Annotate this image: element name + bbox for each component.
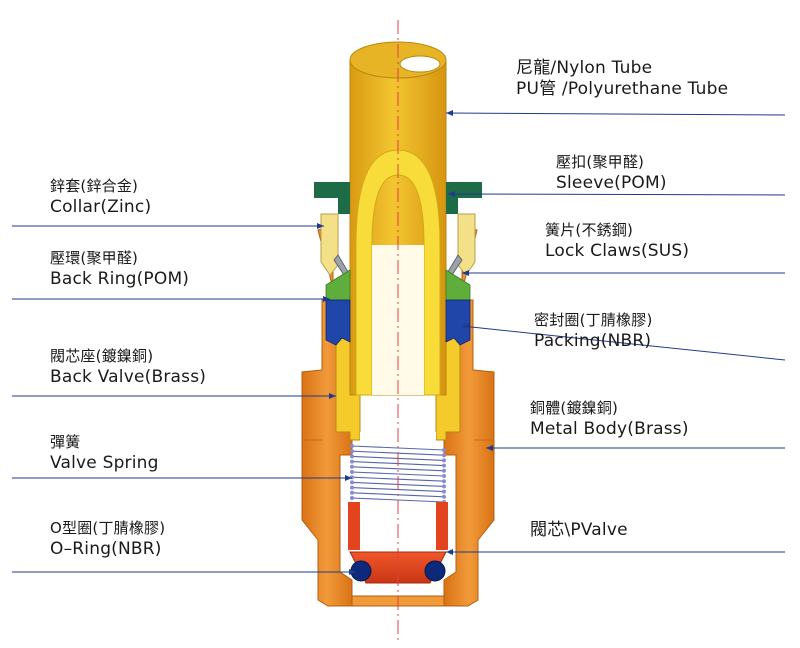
label-packing-zh: 密封圈(丁腈橡膠): [534, 311, 653, 329]
spring-coil: [351, 471, 445, 477]
o-ring-right: [424, 560, 446, 582]
label-sleeve-zh: 壓扣(聚甲醛): [556, 153, 645, 171]
leader-lock-claws-arrowhead: [462, 270, 469, 276]
label-pvalve: 閥芯\PValve: [530, 520, 628, 541]
label-nylon-tube-line1: 尼龍/Nylon Tube: [516, 58, 653, 78]
label-back-ring: 壓環(聚甲醛) Back Ring(POM): [50, 248, 189, 290]
label-nylon-tube-line2: PU管 /Polyurethane Tube: [516, 79, 729, 99]
spring-coil-end: [350, 464, 354, 469]
spring-coil-end: [350, 444, 354, 448]
label-back-valve: 閥芯座(鍍鎳銅) Back Valve(Brass): [50, 346, 206, 388]
leader-metal-body-arrowhead: [486, 445, 493, 451]
label-sleeve: 壓扣(聚甲醛) Sleeve(POM): [556, 152, 667, 194]
leader-packing: [461, 325, 786, 361]
spring-coil-end: [442, 458, 446, 463]
spring-coil: [351, 466, 445, 472]
label-nylon-tube: 尼龍/Nylon Tube PU管 /Polyurethane Tube: [516, 58, 728, 100]
label-sleeve-en: Sleeve(POM): [556, 173, 667, 193]
leader-valve-spring-arrowhead: [345, 475, 352, 481]
leader-sleeve-arrowhead: [448, 191, 455, 197]
spring-seat-right: [436, 502, 448, 550]
spring-coil-end: [350, 454, 354, 459]
leader-pvalve-arrowhead: [446, 549, 453, 555]
label-collar-zh: 鋅套(鋅合金): [50, 177, 139, 195]
spring-coil-end: [442, 484, 446, 489]
spring-coil-end: [350, 485, 354, 490]
label-metal-body: 銅體(鍍鎳銅) Metal Body(Brass): [530, 398, 689, 440]
spring-coil-end: [442, 479, 446, 484]
label-back-valve-zh: 閥芯座(鍍鎳銅): [50, 347, 154, 365]
leader-collar-arrowhead: [317, 223, 324, 229]
spring-coil-end: [442, 474, 446, 478]
label-packing: 密封圈(丁腈橡膠) Packing(NBR): [534, 310, 653, 352]
spring-coil-end: [442, 494, 446, 499]
label-valve-spring: 彈簧 Valve Spring: [50, 432, 159, 474]
label-lock-claws-en: Lock Claws(SUS): [545, 241, 690, 261]
leader-packing-arrowhead: [462, 323, 469, 329]
spring-coil-end: [350, 470, 354, 474]
spring-coil-end: [442, 468, 446, 473]
spring-coil-end: [350, 480, 354, 485]
leader-sleeve: [447, 193, 786, 196]
label-lock-claws: 簧片(不銹鋼) Lock Claws(SUS): [545, 220, 689, 262]
label-o-ring-zh: O型圈(丁腈橡膠): [50, 519, 166, 537]
leader-back-ring-arrowhead: [323, 296, 330, 302]
leader-back-valve-arrowhead: [329, 393, 336, 399]
label-back-valve-en: Back Valve(Brass): [50, 367, 207, 387]
o-ring-left: [350, 560, 372, 582]
spring-coil-end: [350, 459, 354, 464]
spring-coil-end: [350, 496, 354, 500]
label-back-ring-zh: 壓環(聚甲醛): [50, 249, 139, 267]
leader-o-ring-arrowhead: [349, 569, 356, 575]
label-valve-spring-en: Valve Spring: [50, 453, 159, 473]
label-back-ring-en: Back Ring(POM): [50, 269, 190, 289]
spring-coil-end: [442, 463, 446, 468]
label-valve-spring-zh: 彈簧: [50, 433, 81, 451]
spring-coil-end: [442, 489, 446, 494]
sleeve: [314, 182, 482, 214]
packing: [325, 299, 471, 346]
spring-coil-end: [442, 448, 446, 452]
leader-nylon-tube-arrowhead: [446, 110, 453, 116]
spring-coil-end: [350, 490, 354, 495]
label-collar: 鋅套(鋅合金) Collar(Zinc): [50, 176, 151, 218]
label-lock-claws-zh: 簧片(不銹鋼): [545, 221, 634, 239]
label-packing-en: Packing(NBR): [534, 331, 652, 351]
leader-lines: [12, 110, 786, 575]
label-pvalve-text: 閥芯\PValve: [530, 520, 628, 540]
spring-coil-end: [350, 475, 354, 480]
label-o-ring: O型圈(丁腈橡膠) O–Ring(NBR): [50, 518, 165, 560]
spring-seat-left: [348, 502, 360, 550]
label-collar-en: Collar(Zinc): [50, 197, 152, 217]
leader-nylon-tube: [445, 112, 786, 116]
label-metal-body-zh: 銅體(鍍鎳銅): [530, 399, 619, 417]
spring-coil-end: [442, 453, 446, 458]
spring-coil-end: [350, 449, 354, 454]
label-o-ring-en: O–Ring(NBR): [50, 539, 162, 559]
label-metal-body-en: Metal Body(Brass): [530, 419, 689, 439]
